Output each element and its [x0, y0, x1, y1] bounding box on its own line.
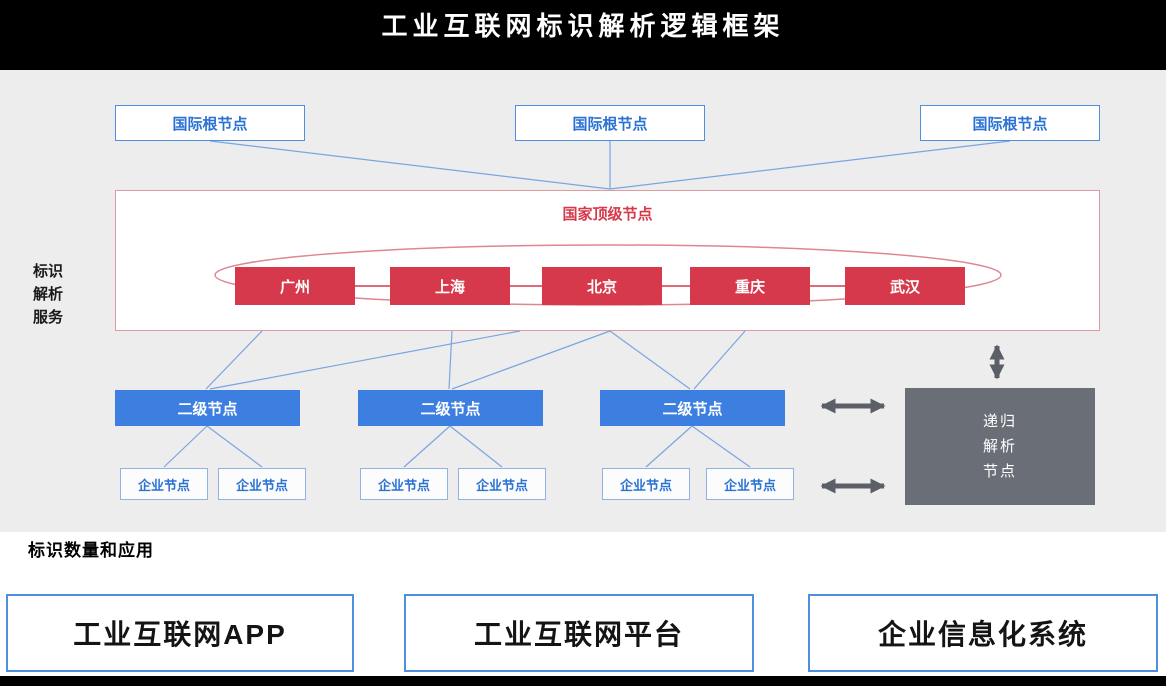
service-side-label: 标识 解析 服务: [33, 260, 63, 329]
root-node-2: 国际根节点: [515, 105, 705, 141]
second-level-node-3: 二级节点: [600, 390, 785, 426]
service-side-label-line1: 标识: [33, 263, 64, 280]
recursive-node-line3: 节点: [982, 463, 1017, 480]
applications-section-label: 标识数量和应用: [28, 541, 154, 560]
root-node-3: 国际根节点: [920, 105, 1100, 141]
city-node-wuhan: 武汉: [845, 267, 965, 305]
service-side-label-line3: 服务: [33, 309, 64, 326]
second-level-node-1: 二级节点: [115, 390, 300, 426]
app-box-enterprise-it-system: 企业信息化系统: [808, 594, 1158, 672]
root-node-1: 国际根节点: [115, 105, 305, 141]
recursive-resolution-node: 递归 解析 节点: [905, 388, 1095, 505]
service-side-label-line2: 解析: [33, 286, 64, 303]
city-node-chongqing: 重庆: [690, 267, 810, 305]
enterprise-node-4: 企业节点: [458, 468, 546, 500]
second-level-node-2: 二级节点: [358, 390, 543, 426]
bottom-bar: [0, 676, 1166, 686]
app-box-industrial-app: 工业互联网APP: [6, 594, 354, 672]
page-title: 工业互联网标识解析逻辑框架: [381, 11, 785, 41]
recursive-node-line1: 递归: [982, 413, 1017, 430]
city-node-beijing: 北京: [542, 267, 662, 305]
app-box-industrial-platform: 工业互联网平台: [404, 594, 754, 672]
national-node-label: 国家顶级节点: [562, 206, 653, 223]
enterprise-node-5: 企业节点: [602, 468, 690, 500]
enterprise-node-6: 企业节点: [706, 468, 794, 500]
recursive-node-line2: 解析: [982, 438, 1017, 455]
enterprise-node-3: 企业节点: [360, 468, 448, 500]
city-node-shanghai: 上海: [390, 267, 510, 305]
enterprise-node-1: 企业节点: [120, 468, 208, 500]
city-node-guangzhou: 广州: [235, 267, 355, 305]
title-bar: 工业互联网标识解析逻辑框架: [0, 0, 1166, 70]
enterprise-node-2: 企业节点: [218, 468, 306, 500]
